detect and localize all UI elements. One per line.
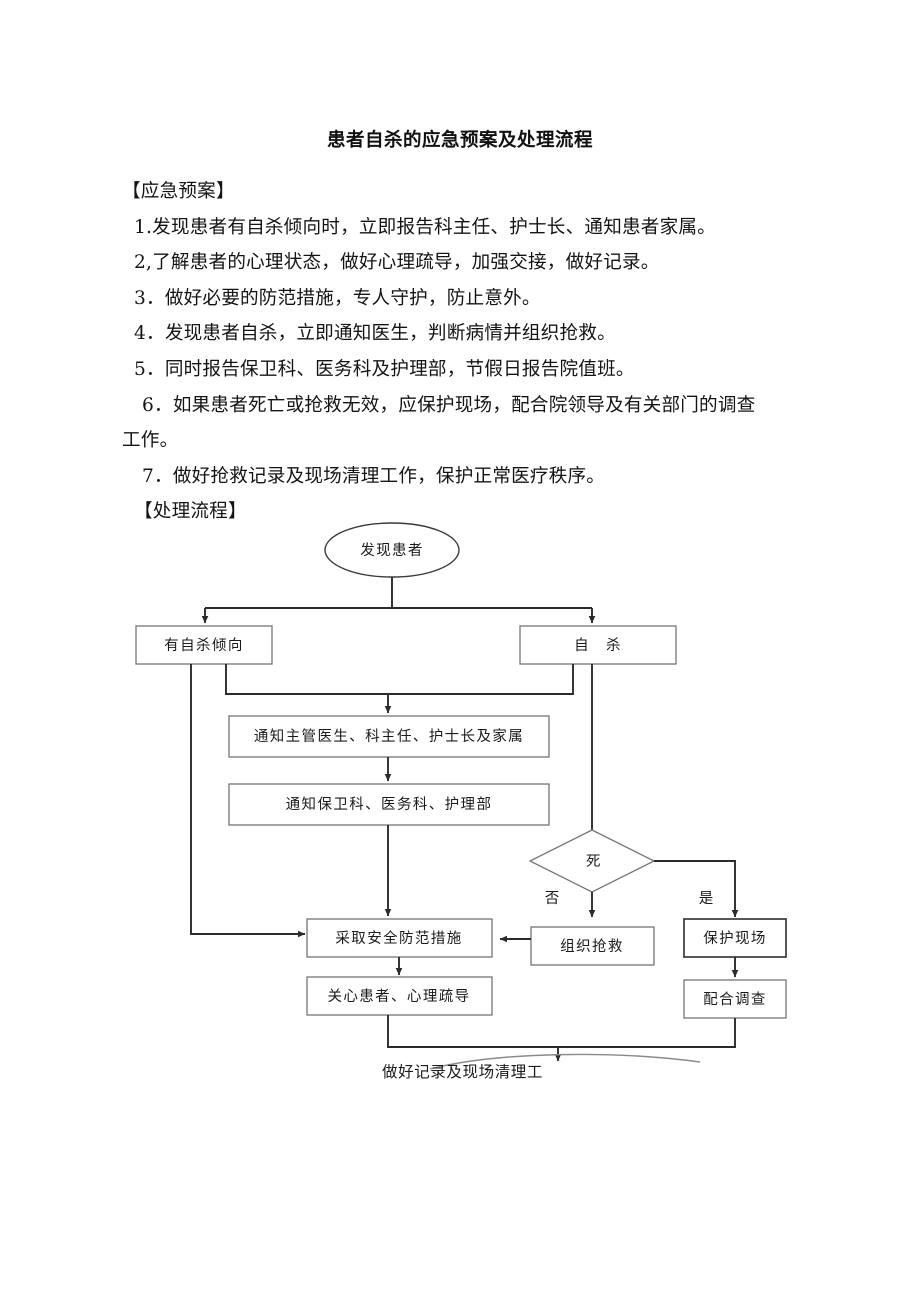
node-rescue-shape bbox=[530, 926, 655, 966]
connector-tendency-to-safety bbox=[190, 664, 306, 938]
decision-death-label: 死 bbox=[586, 854, 602, 870]
node-cooperate-shape bbox=[683, 979, 787, 1019]
process-flowchart: 发现患者 有自杀倾向 自 杀 通知主管医生、科主任、护士长及家属 通 bbox=[0, 505, 920, 1105]
connector-decision-yes bbox=[654, 860, 739, 918]
plan-item-1: 1.发现患者有自杀倾向时，立即报告科主任、护士长、通知患者家属。 bbox=[134, 216, 716, 238]
branch-label-yes: 是 bbox=[699, 891, 714, 907]
node-care-shape bbox=[306, 976, 493, 1016]
plan-item-6-continued: 工作。 bbox=[122, 430, 179, 452]
branch-label-no: 否 bbox=[545, 891, 560, 907]
plan-item-6: 6．如果患者死亡或抢救无效，应保护现场，配合院领导及有关部门的调查 bbox=[142, 394, 756, 416]
node-record-label: 做好记录及现场清理工 bbox=[382, 1063, 543, 1081]
record-node-arc-shape bbox=[429, 1053, 701, 1070]
connector-bottom-merge bbox=[387, 1015, 736, 1048]
emergency-plan-heading: 【应急预案】 bbox=[122, 181, 235, 202]
plan-item-2: 2,了解患者的心理状态，做好心理疏导，加强交接，做好记录。 bbox=[134, 252, 660, 274]
node-notify-doctor-shape bbox=[228, 715, 550, 758]
page-title: 患者自杀的应急预案及处理流程 bbox=[326, 130, 593, 151]
connector-start-fork bbox=[205, 577, 592, 609]
plan-item-5: 5．同时报告保卫科、医务科及护理部，节假日报告院值班。 bbox=[134, 358, 635, 380]
connector-tendency-merge bbox=[225, 664, 574, 695]
node-notify-dept-label: 通知保卫科、医务科、护理部 bbox=[286, 796, 493, 813]
node-cooperate-label: 配合调查 bbox=[703, 991, 767, 1008]
node-notify-dept-shape bbox=[228, 783, 550, 826]
node-suicide-shape bbox=[519, 625, 677, 665]
node-tendency-label: 有自杀倾向 bbox=[164, 637, 244, 654]
node-rescue-label: 组织抢救 bbox=[560, 937, 624, 955]
start-node-label: 发现患者 bbox=[360, 542, 424, 559]
node-safety-shape bbox=[306, 918, 493, 958]
node-notify-doctor-label: 通知主管医生、科主任、护士长及家属 bbox=[254, 728, 524, 745]
plan-item-7: 7．做好抢救记录及现场清理工作，保护正常医疗秩序。 bbox=[142, 465, 606, 487]
process-flow-heading: 【处理流程】 bbox=[134, 501, 247, 523]
node-safety-label: 采取安全防范措施 bbox=[335, 929, 462, 947]
node-tendency-shape bbox=[135, 625, 273, 665]
node-care-label: 关心患者、心理疏导 bbox=[327, 988, 470, 1005]
emergency-plan-text: 【应急预案】 1.发现患者有自杀倾向时，立即报告科主任、护士长、通知患者家属。 … bbox=[122, 174, 822, 530]
plan-item-3: 3．做好必要的防范措施，专人守护，防止意外。 bbox=[134, 287, 541, 309]
node-protect-scene-label: 保护现场 bbox=[703, 930, 767, 947]
node-suicide-label: 自 杀 bbox=[574, 637, 622, 654]
plan-item-4: 4．发现患者自杀，立即通知医生，判断病情并组织抢救。 bbox=[134, 323, 616, 345]
